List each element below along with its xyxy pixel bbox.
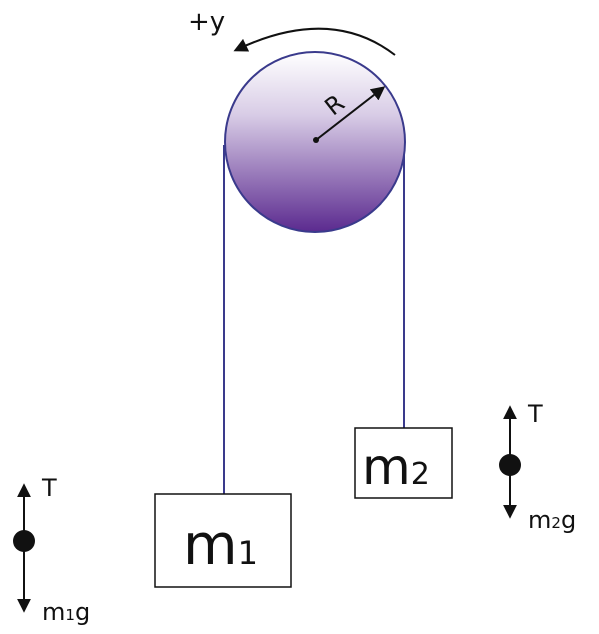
mass-1-label-main: m bbox=[183, 513, 238, 578]
mass-2-label-main: m bbox=[362, 438, 411, 496]
fbd-1-body-dot bbox=[13, 530, 35, 552]
radius-arrow bbox=[315, 86, 386, 141]
fbd-2-weight-label: m2g bbox=[528, 506, 576, 534]
fbd-2-weight-tail: g bbox=[561, 506, 576, 534]
fbd-1-tension-label: T bbox=[41, 474, 57, 502]
fbd-2-body-dot bbox=[499, 454, 521, 476]
fbd-2-weight-sub: 2 bbox=[551, 514, 561, 532]
rotation-arc bbox=[233, 27, 396, 56]
fbd-1-weight-sub: 1 bbox=[65, 606, 75, 624]
mass-2-box bbox=[354, 427, 453, 499]
mass-1-label: m1 bbox=[183, 513, 258, 578]
free-body-diagram-1: T m1g bbox=[13, 474, 90, 626]
mass-1-box bbox=[154, 493, 292, 588]
fbd-1-weight-tail: g bbox=[75, 598, 90, 626]
free-body-diagram-2: T m2g bbox=[499, 400, 576, 534]
mass-2-label-sub: 2 bbox=[411, 457, 430, 492]
fbd-1-weight-label: m1g bbox=[42, 598, 90, 626]
fbd-2-weight-main: m bbox=[528, 506, 551, 534]
mass-2-label: m2 bbox=[362, 438, 430, 496]
fbd-1-weight-main: m bbox=[42, 598, 65, 626]
fbd-2-tension-label: T bbox=[527, 400, 543, 428]
mass-1-label-sub: 1 bbox=[238, 534, 258, 572]
rotation-label: +y bbox=[188, 7, 225, 37]
